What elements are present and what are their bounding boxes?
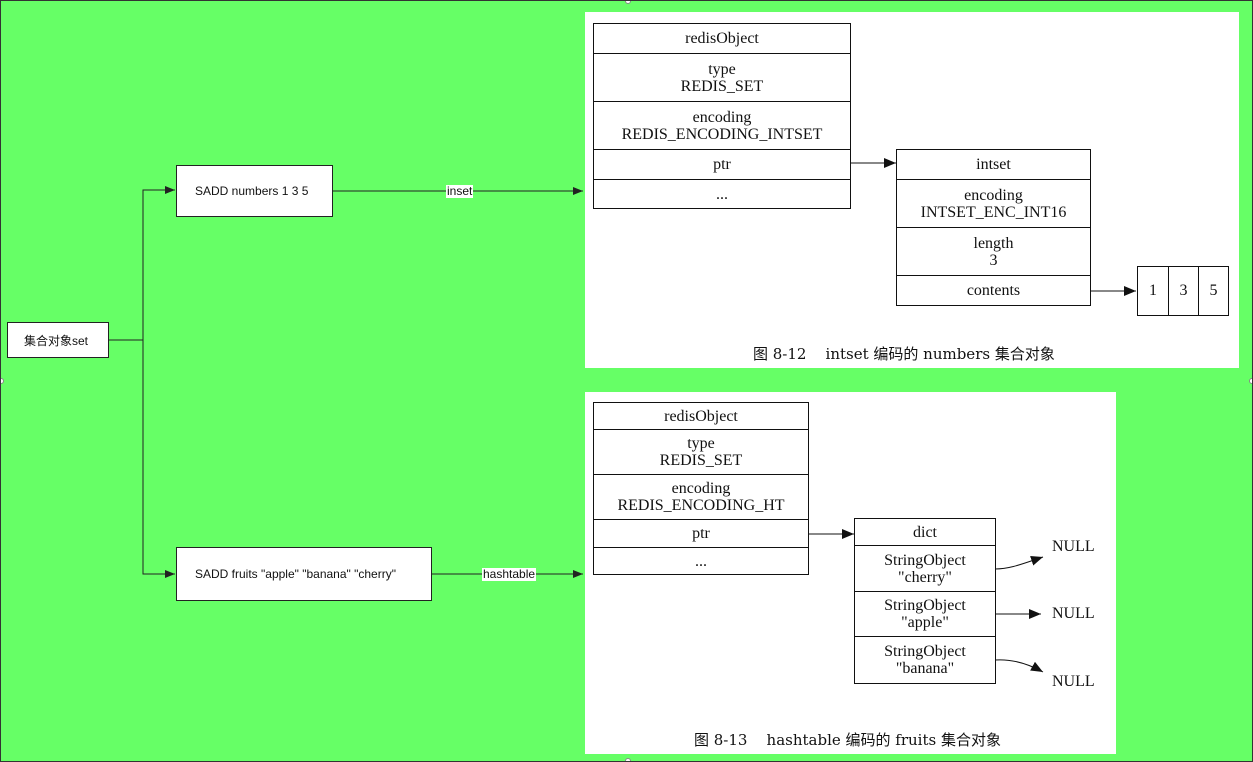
dict-entry-value: "cherry" <box>898 568 952 586</box>
command-numbers-label: SADD numbers 1 3 5 <box>195 184 309 198</box>
arrow-banana-to-null <box>994 659 1044 673</box>
ht-redis-object-type: type REDIS_SET <box>594 430 808 475</box>
redis-object-ptr: ptr <box>594 150 850 180</box>
redis-object-more: ... <box>594 180 850 208</box>
hashtable-arrows <box>809 529 1044 673</box>
command-fruits-label: SADD fruits "apple" "banana" "cherry" <box>195 567 396 581</box>
ht-encoding-value: REDIS_ENCODING_HT <box>617 497 785 514</box>
ht-type-value: REDIS_SET <box>659 452 743 469</box>
intset-title: intset <box>897 150 1090 180</box>
dict-struct: dict StringObject "cherry" StringObject … <box>854 518 996 684</box>
intset-contents: contents <box>897 276 1090 305</box>
figure-intset-panel: redisObject type REDIS_SET encoding REDI… <box>585 12 1239 368</box>
intset-contents-text: contents <box>966 282 1021 299</box>
arrow-cherry-to-null <box>994 556 1044 570</box>
ht-redis-object-more: ... <box>594 548 808 574</box>
intset-arrows <box>850 158 1136 296</box>
command-node-numbers[interactable]: SADD numbers 1 3 5 <box>176 165 333 217</box>
redis-object-type: type REDIS_SET <box>594 54 850 102</box>
ht-redis-object-encoding: encoding REDIS_ENCODING_HT <box>594 475 808 520</box>
ht-more-text: ... <box>695 552 707 570</box>
null-label-cherry: NULL <box>1052 538 1095 555</box>
hashtable-redis-object: redisObject type REDIS_SET encoding REDI… <box>593 402 809 575</box>
dict-entry-cherry: StringObject "cherry" <box>855 546 995 592</box>
intset-encoding: encoding INTSET_ENC_INT16 <box>897 180 1090 228</box>
contents-value-2: 3 <box>1179 282 1188 299</box>
resize-handle-right[interactable] <box>1249 378 1252 384</box>
root-node[interactable]: 集合对象set <box>7 322 109 358</box>
more-text: ... <box>716 185 728 203</box>
intset-title-text: intset <box>976 156 1011 173</box>
ht-redis-object-ptr: ptr <box>594 520 808 548</box>
dict-entry-value: "banana" <box>895 660 955 677</box>
ht-redis-object-title-text: redisObject <box>664 407 738 425</box>
figure-hashtable-caption: 图 8-13 hashtable 编码的 fruits 集合对象 <box>694 731 1001 749</box>
dict-entry-banana: StringObject "banana" <box>855 637 995 683</box>
dict-entry-type: StringObject <box>884 597 966 614</box>
contents-cell-3: 5 <box>1198 266 1229 316</box>
ht-redis-object-title: redisObject <box>594 403 808 430</box>
edge-root-to-fruits <box>142 340 175 578</box>
dict-entry-type: StringObject <box>884 551 966 569</box>
command-node-fruits[interactable]: SADD fruits "apple" "banana" "cherry" <box>176 547 432 601</box>
ht-type-label: type <box>687 435 715 452</box>
type-label: type <box>708 60 736 78</box>
edge-root-to-numbers <box>108 186 175 341</box>
root-node-label: 集合对象set <box>24 333 89 348</box>
null-label-banana: NULL <box>1052 673 1095 690</box>
dict-entry-type: StringObject <box>884 643 966 660</box>
resize-handle-top[interactable] <box>625 1 631 4</box>
intset-encoding-label: encoding <box>964 186 1023 204</box>
intset-struct: intset encoding INTSET_ENC_INT16 length … <box>896 149 1091 306</box>
figure-intset-caption: 图 8-12 intset 编码的 numbers 集合对象 <box>753 345 1055 363</box>
redis-object-encoding: encoding REDIS_ENCODING_INTSET <box>594 102 850 150</box>
intset-redis-object: redisObject type REDIS_SET encoding REDI… <box>593 23 851 209</box>
encoding-label: encoding <box>692 108 752 126</box>
redis-object-title-text: redisObject <box>685 30 759 47</box>
contents-value-3: 5 <box>1209 282 1218 299</box>
ht-ptr-text: ptr <box>692 525 710 542</box>
redis-object-title: redisObject <box>594 24 850 54</box>
resize-handle-bottom[interactable] <box>625 758 631 761</box>
contents-value-1: 1 <box>1149 282 1157 299</box>
dict-entry-value: "apple" <box>901 614 949 631</box>
dict-title: dict <box>855 519 995 546</box>
intset-length-label: length <box>973 234 1014 252</box>
ht-encoding-label: encoding <box>671 480 731 497</box>
intset-length-value: 3 <box>989 251 998 269</box>
edge-label-hashtable: hashtable <box>482 567 537 581</box>
intset-length: length 3 <box>897 228 1090 276</box>
dict-title-text: dict <box>913 523 937 541</box>
type-value: REDIS_SET <box>680 77 764 95</box>
encoding-value: REDIS_ENCODING_INTSET <box>621 125 823 143</box>
contents-cell-2: 3 <box>1168 266 1198 316</box>
dict-entry-apple: StringObject "apple" <box>855 592 995 637</box>
contents-cell-1: 1 <box>1137 266 1168 316</box>
resize-handle-left[interactable] <box>1 378 4 384</box>
intset-encoding-value: INTSET_ENC_INT16 <box>920 203 1067 221</box>
figure-hashtable-panel: redisObject type REDIS_SET encoding REDI… <box>585 392 1116 754</box>
ptr-text: ptr <box>713 156 731 173</box>
null-label-apple: NULL <box>1052 605 1095 622</box>
edge-label-inset: inset <box>446 184 474 198</box>
